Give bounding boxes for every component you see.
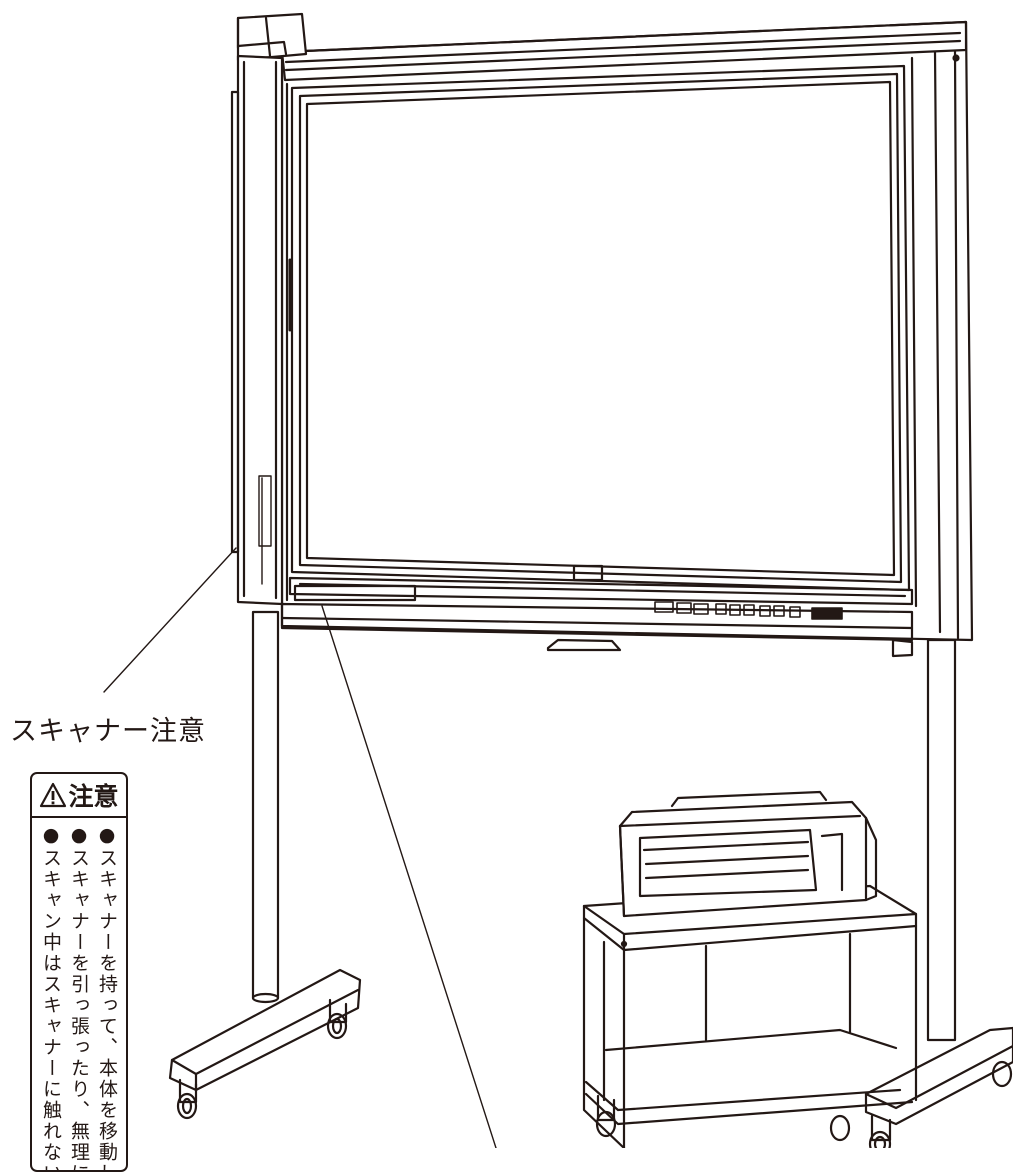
whiteboard-frame <box>280 20 974 658</box>
caster-left-front <box>176 1078 198 1120</box>
caster-right-front <box>868 1114 892 1148</box>
printer <box>618 790 878 918</box>
caster-left-back <box>326 998 348 1040</box>
warning-triangle-icon <box>40 782 67 808</box>
caster-cart-front-right <box>829 1114 851 1142</box>
caster-right-back <box>991 1060 1013 1088</box>
scanner-column <box>230 12 308 606</box>
caution-line: ●スキャン中はスキャナーに触れないで <box>40 824 62 1172</box>
electronic-whiteboard-illustration <box>103 12 1013 1148</box>
caster-cart-front-left <box>595 1094 617 1138</box>
callout-leaders <box>103 547 497 1148</box>
control-panel-buttons <box>654 601 843 620</box>
caution-title: 注意 <box>68 782 119 811</box>
caution-line: ●スキャナーを引っ張ったり、無理に移 <box>68 824 90 1172</box>
caution-notice-label: 注意 ●スキャナーを持って、本体を移動しな ●スキャナーを引っ張ったり、無理に移… <box>30 772 128 1172</box>
caution-lines: ●スキャナーを持って、本体を移動しな ●スキャナーを引っ張ったり、無理に移 ●ス… <box>32 818 126 1172</box>
caution-line: ●スキャナーを持って、本体を移動しな <box>96 824 118 1172</box>
stand-legs <box>168 610 1013 1148</box>
scanner-caution-callout-label: スキャナー注意 <box>10 716 206 747</box>
caution-header: 注意 <box>32 774 126 818</box>
